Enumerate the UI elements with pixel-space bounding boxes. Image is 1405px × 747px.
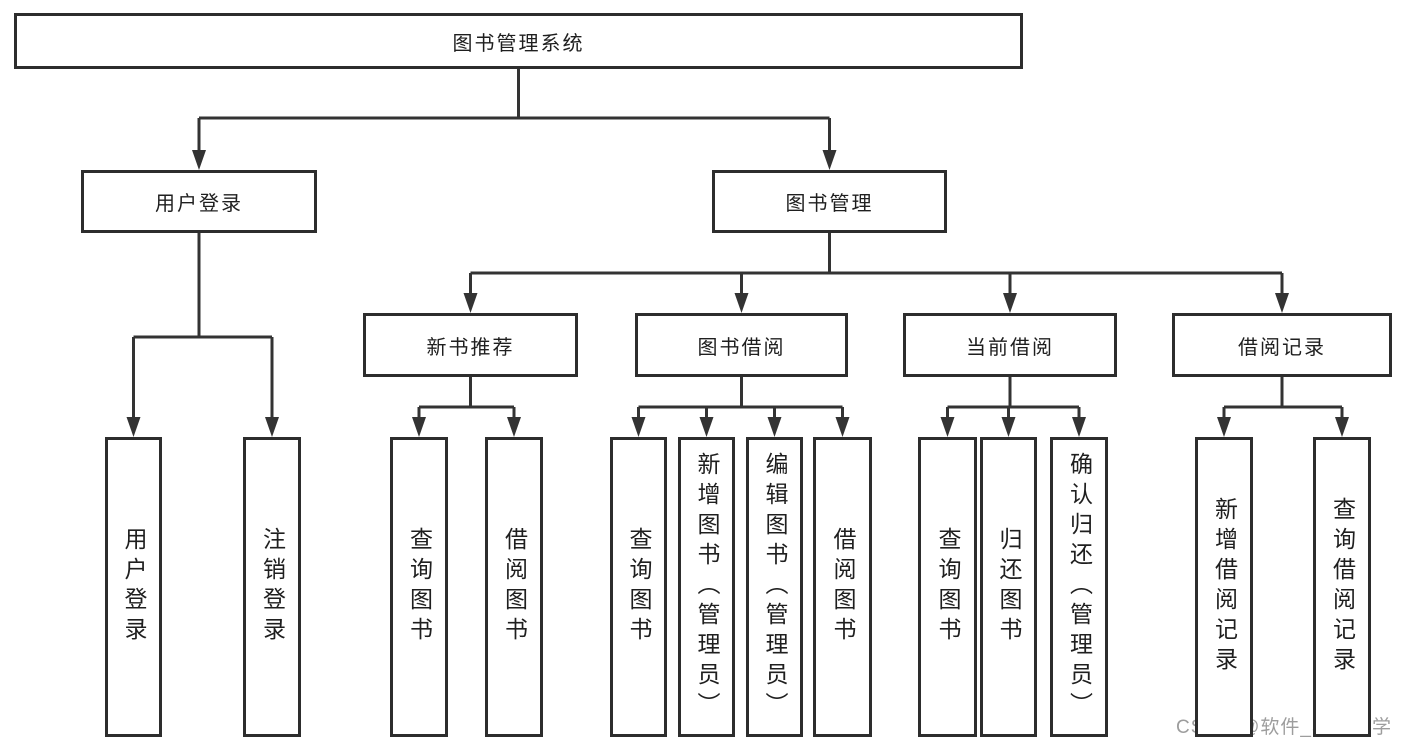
node-label-leaf-return-books: 归还图书	[996, 527, 1022, 647]
arrowhead-to-leaf-borrow-books-2	[835, 417, 850, 437]
node-label-leaf-borrow-books-new: 借阅图书	[501, 527, 528, 647]
arrowhead-to-borrow-records	[1275, 293, 1289, 313]
arrowhead-to-leaf-logout	[265, 417, 279, 437]
arrowhead-to-leaf-query-books-new	[412, 417, 426, 437]
arrowhead-to-leaf-confirm-return	[1072, 417, 1086, 437]
node-leaf-query-books-cur: 查询图书	[918, 437, 977, 737]
node-leaf-borrow-books-new: 借阅图书	[485, 437, 543, 737]
node-label-leaf-query-books-new: 查询图书	[406, 527, 433, 647]
node-leaf-edit-books: 编辑图书（管理员）	[746, 437, 803, 737]
node-borrow-records: 借阅记录	[1172, 313, 1392, 377]
node-label-root: 图书管理系统	[452, 32, 585, 55]
node-book-borrow: 图书借阅	[635, 313, 848, 377]
node-label-leaf-query-books-borrow: 查询图书	[626, 527, 652, 647]
arrowhead-to-leaf-add-borrow-record	[1217, 417, 1231, 437]
arrowhead-to-leaf-user-login	[126, 417, 141, 437]
node-label-leaf-logout: 注销登录	[259, 527, 286, 647]
arrowhead-to-book-mgmt	[822, 150, 837, 170]
node-label-leaf-add-books: 新增图书（管理员）	[694, 452, 720, 722]
arrowhead-to-book-borrow	[734, 293, 749, 313]
node-label-leaf-edit-books: 编辑图书（管理员）	[762, 452, 788, 722]
node-leaf-add-books: 新增图书（管理员）	[678, 437, 735, 737]
arrowhead-to-leaf-borrow-books-new	[507, 417, 521, 437]
arrowhead-to-leaf-query-books-cur	[940, 417, 955, 437]
node-label-leaf-borrow-books-2: 借阅图书	[830, 527, 856, 647]
node-label-borrow-records: 借阅记录	[1238, 336, 1326, 359]
node-label-leaf-add-borrow-record: 新增借阅记录	[1211, 497, 1238, 677]
node-leaf-add-borrow-record: 新增借阅记录	[1195, 437, 1253, 737]
node-leaf-query-books-new: 查询图书	[390, 437, 448, 737]
node-leaf-confirm-return: 确认归还（管理员）	[1050, 437, 1108, 737]
node-leaf-return-books: 归还图书	[980, 437, 1037, 737]
node-new-book-rec: 新书推荐	[363, 313, 578, 377]
node-book-mgmt: 图书管理	[712, 170, 947, 233]
node-leaf-logout: 注销登录	[243, 437, 301, 737]
arrowhead-to-leaf-query-books-borrow	[631, 417, 646, 437]
node-label-current-borrow: 当前借阅	[966, 336, 1054, 359]
node-current-borrow: 当前借阅	[903, 313, 1117, 377]
node-label-user-login: 用户登录	[155, 193, 243, 215]
arrowhead-to-leaf-add-books	[699, 417, 714, 437]
node-label-leaf-query-books-cur: 查询图书	[935, 527, 961, 647]
node-label-leaf-confirm-return: 确认归还（管理员）	[1066, 452, 1093, 722]
arrowhead-to-leaf-edit-books	[767, 417, 782, 437]
node-user-login: 用户登录	[81, 170, 317, 233]
node-label-book-borrow: 图书借阅	[697, 336, 786, 359]
node-label-leaf-user-login: 用户登录	[121, 527, 147, 647]
arrowhead-to-leaf-query-borrow-record	[1335, 417, 1349, 437]
node-label-book-mgmt: 图书管理	[785, 193, 874, 215]
arrowhead-to-new-book-rec	[463, 293, 478, 313]
arrowhead-to-leaf-return-books	[1001, 417, 1016, 437]
connector-path	[132, 69, 1344, 419]
node-leaf-user-login: 用户登录	[105, 437, 162, 737]
node-leaf-borrow-books-2: 借阅图书	[813, 437, 872, 737]
arrowhead-to-user-login	[192, 150, 206, 170]
node-leaf-query-books-borrow: 查询图书	[610, 437, 667, 737]
node-root: 图书管理系统	[14, 13, 1023, 69]
node-label-new-book-rec: 新书推荐	[426, 336, 515, 359]
node-leaf-query-borrow-record: 查询借阅记录	[1313, 437, 1371, 737]
node-label-leaf-query-borrow-record: 查询借阅记录	[1329, 497, 1356, 677]
arrowhead-to-current-borrow	[1003, 293, 1017, 313]
